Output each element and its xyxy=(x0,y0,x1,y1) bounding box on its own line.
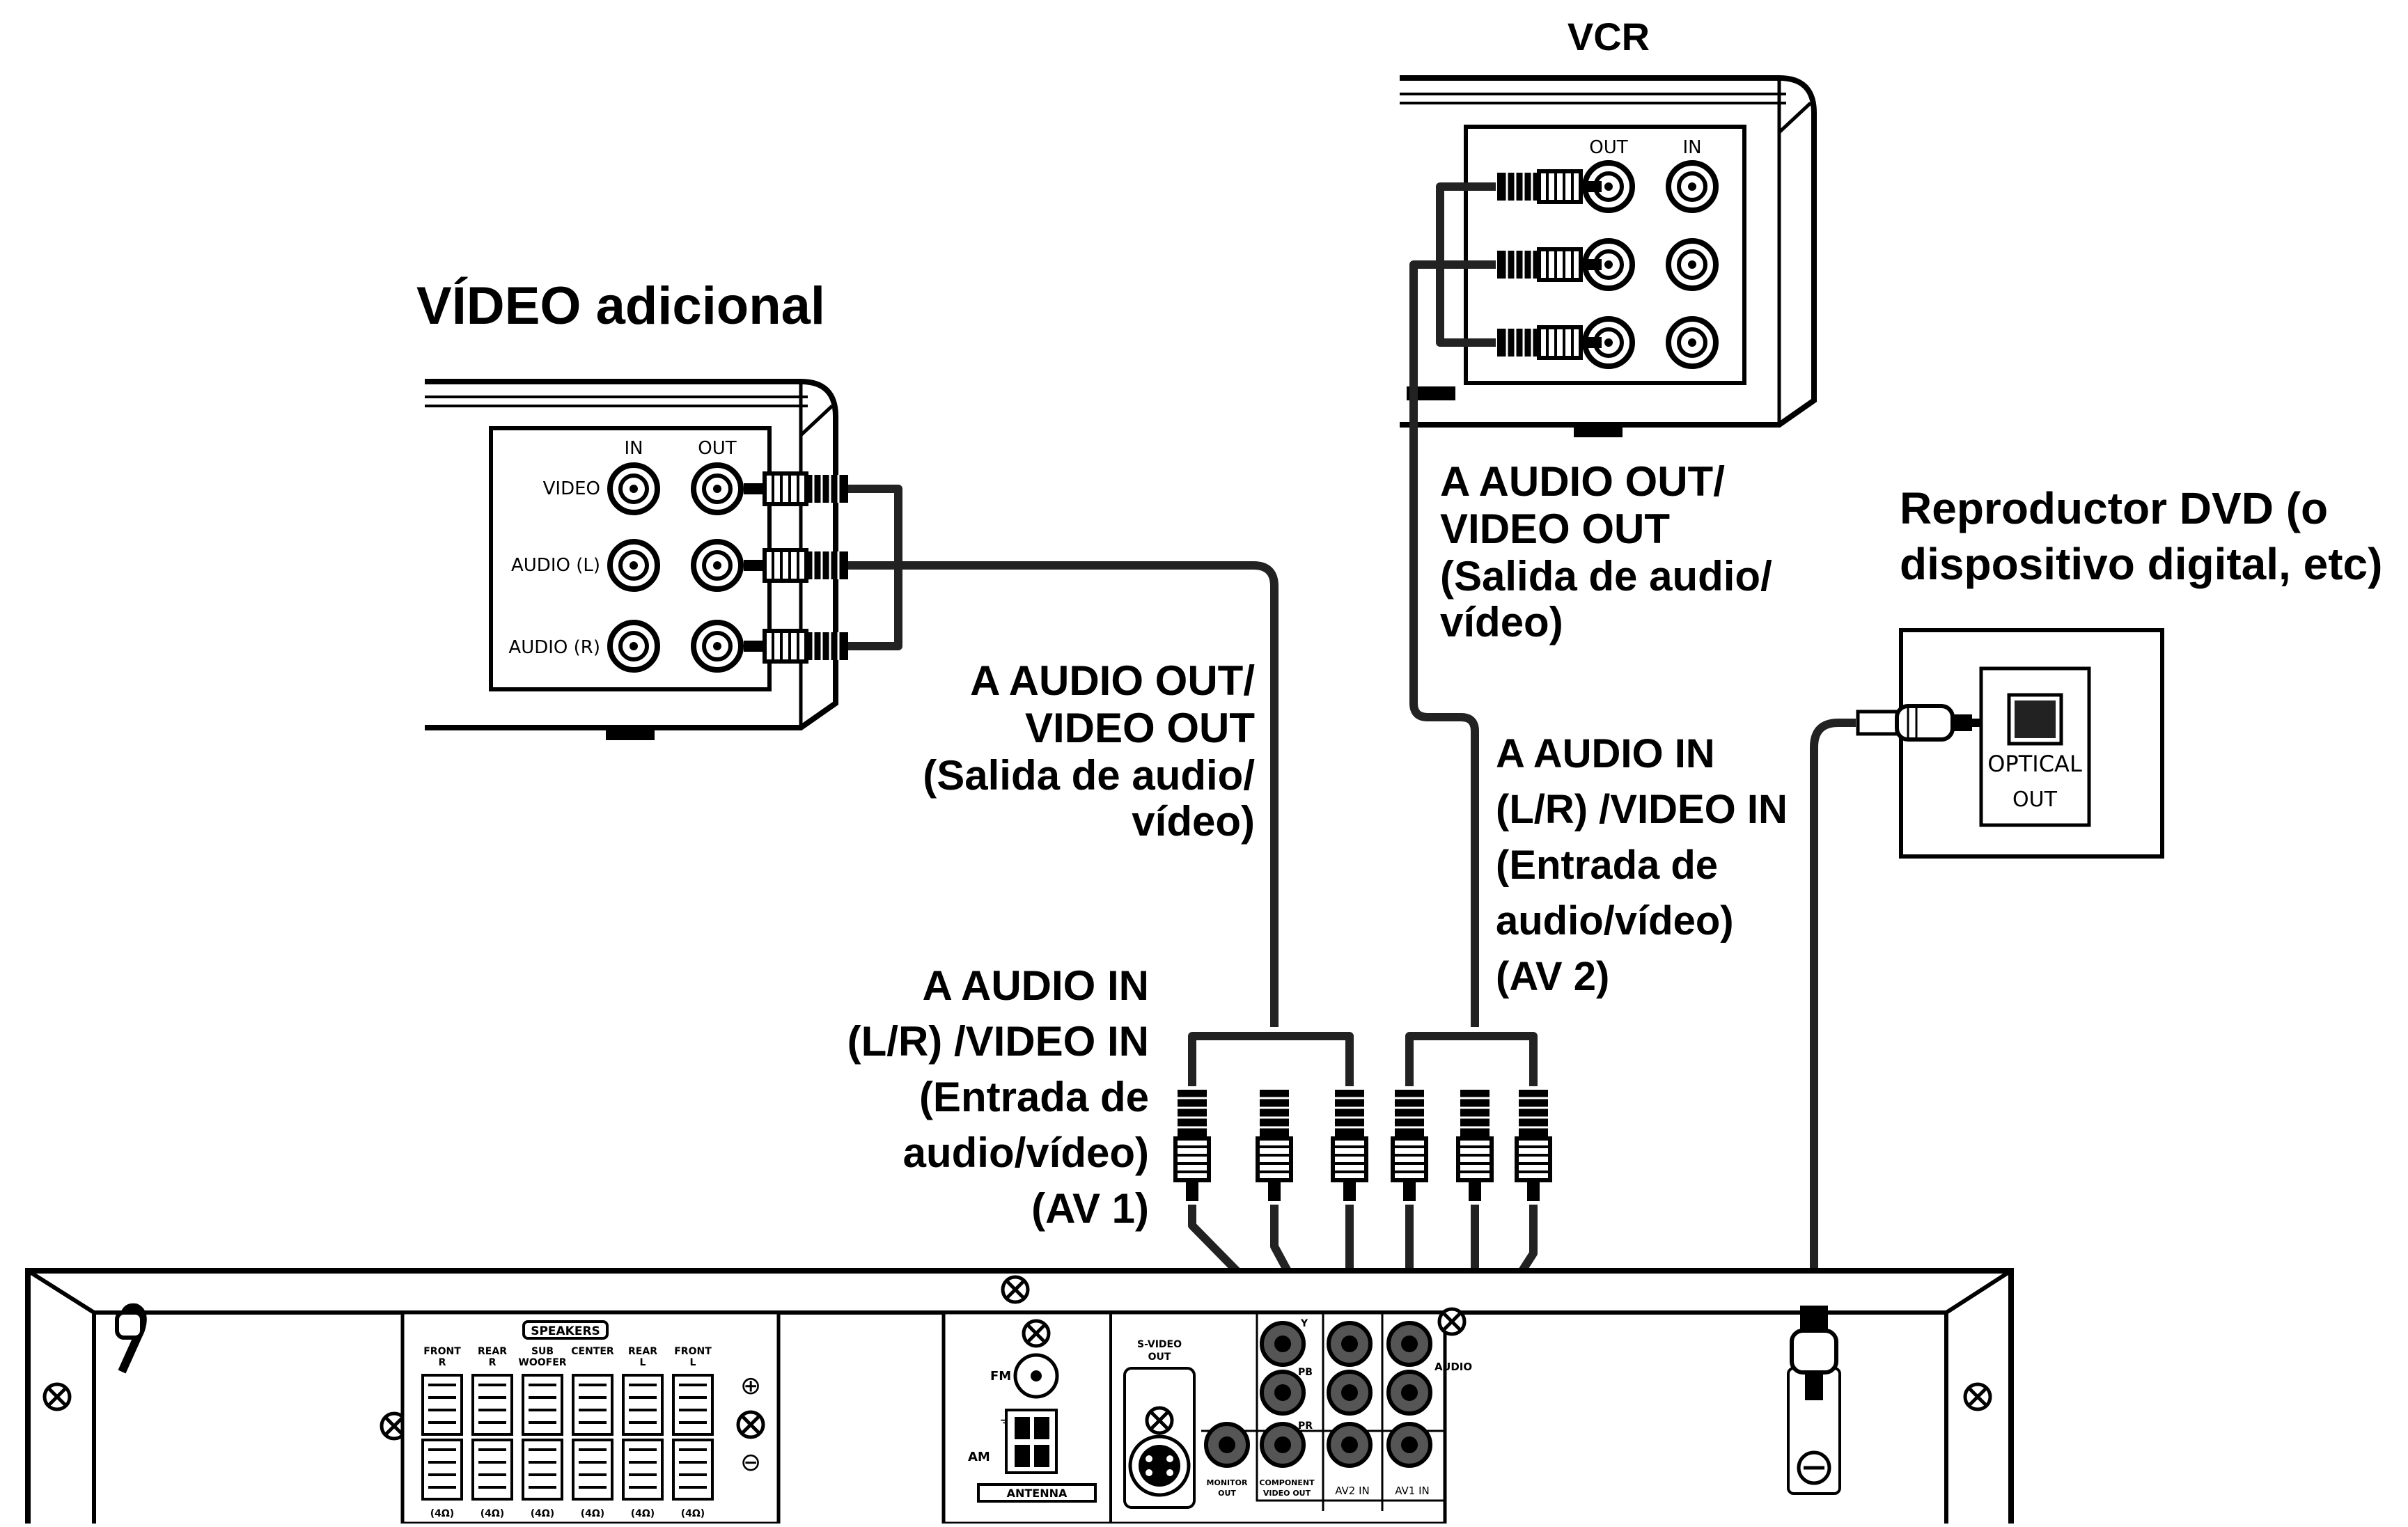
extra-in-jack xyxy=(610,542,657,589)
monitor-out-1: MONITOR xyxy=(1207,1478,1248,1487)
speakers-label: SPEAKERS xyxy=(531,1324,600,1338)
monitor-out-2: OUT xyxy=(1218,1489,1236,1498)
speaker-impedance: (4Ω) xyxy=(681,1508,705,1519)
component-2: VIDEO OUT xyxy=(1263,1489,1311,1498)
label-vcr-out-line: VIDEO OUT xyxy=(1440,506,1670,552)
dvd-title-line2: dispositivo digital, etc) xyxy=(1900,539,2382,589)
label-vcr-out-line: A AUDIO OUT/ xyxy=(1440,458,1725,505)
speaker-label: FRONT xyxy=(423,1346,461,1357)
extra-in-jack xyxy=(610,465,657,512)
extra-out-jack xyxy=(694,622,741,670)
label-av1-in: A AUDIO IN (L/R) /VIDEO IN (Entrada de a… xyxy=(847,962,1149,1232)
speaker-plus-sign: ⊕ xyxy=(740,1371,761,1400)
speaker-label: FRONT xyxy=(674,1346,712,1357)
extra-in-jack xyxy=(610,622,657,670)
label-vcr-out-line: (Salida de audio/ xyxy=(1440,553,1772,600)
speaker-impedance: (4Ω) xyxy=(480,1508,504,1519)
vcr-in-jack xyxy=(1668,163,1716,210)
extra-out-jack xyxy=(694,465,741,512)
speaker-terminal xyxy=(572,1439,613,1501)
component-1: COMPONENT xyxy=(1259,1478,1315,1487)
dvd-title-line1: Reproductor DVD (o xyxy=(1900,483,2328,533)
label-extra-out-line: A AUDIO OUT/ xyxy=(970,657,1255,704)
label-extra-out: A AUDIO OUT/ VIDEO OUT (Salida de audio/… xyxy=(923,657,1255,845)
speaker-sublabel: L xyxy=(640,1357,646,1368)
vcr-device: OUT IN xyxy=(1400,75,1817,437)
fm-label: FM xyxy=(990,1369,1011,1384)
audio-label: AUDIO xyxy=(1434,1361,1472,1373)
speaker-terminal-column: CENTER (4Ω) xyxy=(571,1346,614,1519)
extra-video-title: VÍDEO adicional xyxy=(416,276,825,336)
vcr-in-jack xyxy=(1668,241,1716,288)
svideo-label-1: S-VIDEO xyxy=(1137,1339,1182,1350)
label-av1-in-line: A AUDIO IN xyxy=(922,962,1149,1009)
extra-out-label: OUT xyxy=(698,438,736,459)
vcr-in-label: IN xyxy=(1682,137,1701,158)
extra-row-audio-r: AUDIO (R) xyxy=(508,637,600,658)
label-extra-out-line: vídeo) xyxy=(1132,798,1255,845)
jack-pb-label: PB xyxy=(1298,1367,1313,1378)
label-av2-in-line: (Entrada de xyxy=(1496,843,1718,888)
extra-row-audio-l: AUDIO (L) xyxy=(511,555,600,576)
extra-row-video: VIDEO xyxy=(543,478,600,499)
speaker-impedance: (4Ω) xyxy=(531,1508,554,1519)
antenna-label: ANTENNA xyxy=(1007,1487,1068,1500)
label-av2-in: A AUDIO IN (L/R) /VIDEO IN (Entrada de a… xyxy=(1496,731,1788,999)
svideo-label-2: OUT xyxy=(1148,1352,1171,1363)
speaker-impedance: (4Ω) xyxy=(581,1508,604,1519)
optical-out-label: OUT xyxy=(2012,788,2058,812)
label-av2-in-line: A AUDIO IN xyxy=(1496,731,1715,776)
extra-in-label: IN xyxy=(624,438,643,459)
speaker-sublabel: WOOFER xyxy=(518,1357,566,1368)
label-av2-in-line: audio/vídeo) xyxy=(1496,898,1734,943)
label-vcr-out: A AUDIO OUT/ VIDEO OUT (Salida de audio/… xyxy=(1440,458,1772,645)
optical-label: OPTICAL xyxy=(1987,751,2082,777)
label-av1-in-line: (L/R) /VIDEO IN xyxy=(847,1018,1149,1065)
label-av2-in-line: (AV 2) xyxy=(1496,954,1609,999)
av2-in-jack-label: AV2 IN xyxy=(1335,1485,1370,1497)
speaker-minus-sign: ⊖ xyxy=(740,1448,761,1476)
speaker-label: CENTER xyxy=(571,1346,614,1357)
dvd-optical-box: OPTICAL OUT xyxy=(1856,628,2164,859)
am-label: AM xyxy=(968,1450,990,1464)
label-av1-in-line: audio/vídeo) xyxy=(903,1129,1149,1176)
speaker-label: REAR xyxy=(478,1346,507,1357)
speaker-sublabel: R xyxy=(439,1357,446,1368)
av1-in-jack-label: AV1 IN xyxy=(1395,1485,1430,1497)
vcr-in-jack xyxy=(1668,319,1716,366)
vcr-title: VCR xyxy=(1567,15,1650,58)
label-av1-in-line: (Entrada de xyxy=(919,1074,1149,1120)
extra-out-jack xyxy=(694,542,741,589)
label-av2-in-line: (L/R) /VIDEO IN xyxy=(1496,787,1788,832)
label-extra-out-line: (Salida de audio/ xyxy=(923,752,1255,799)
jack-y-label: Y xyxy=(1300,1318,1308,1329)
jack-pr-label: PR xyxy=(1298,1420,1313,1432)
label-extra-out-line: VIDEO OUT xyxy=(1025,705,1255,751)
label-av1-in-line: (AV 1) xyxy=(1031,1185,1149,1232)
label-vcr-out-line: vídeo) xyxy=(1440,599,1563,645)
speaker-sublabel: L xyxy=(690,1357,696,1368)
av-plugs xyxy=(1175,1090,1550,1201)
speaker-impedance: (4Ω) xyxy=(430,1508,454,1519)
receiver: SPEAKERS FRONTR(4Ω)REARR(4Ω)SUBWOOFER(4Ω… xyxy=(25,1268,2014,1526)
speaker-sublabel: R xyxy=(489,1357,497,1368)
extra-video-device: IN OUT VIDEO AUDIO (L) AUDIO (R) xyxy=(425,379,838,740)
vcr-out-label: OUT xyxy=(1589,137,1627,158)
speaker-label: REAR xyxy=(628,1346,657,1357)
speaker-label: SUB xyxy=(531,1346,554,1357)
speaker-impedance: (4Ω) xyxy=(631,1508,655,1519)
